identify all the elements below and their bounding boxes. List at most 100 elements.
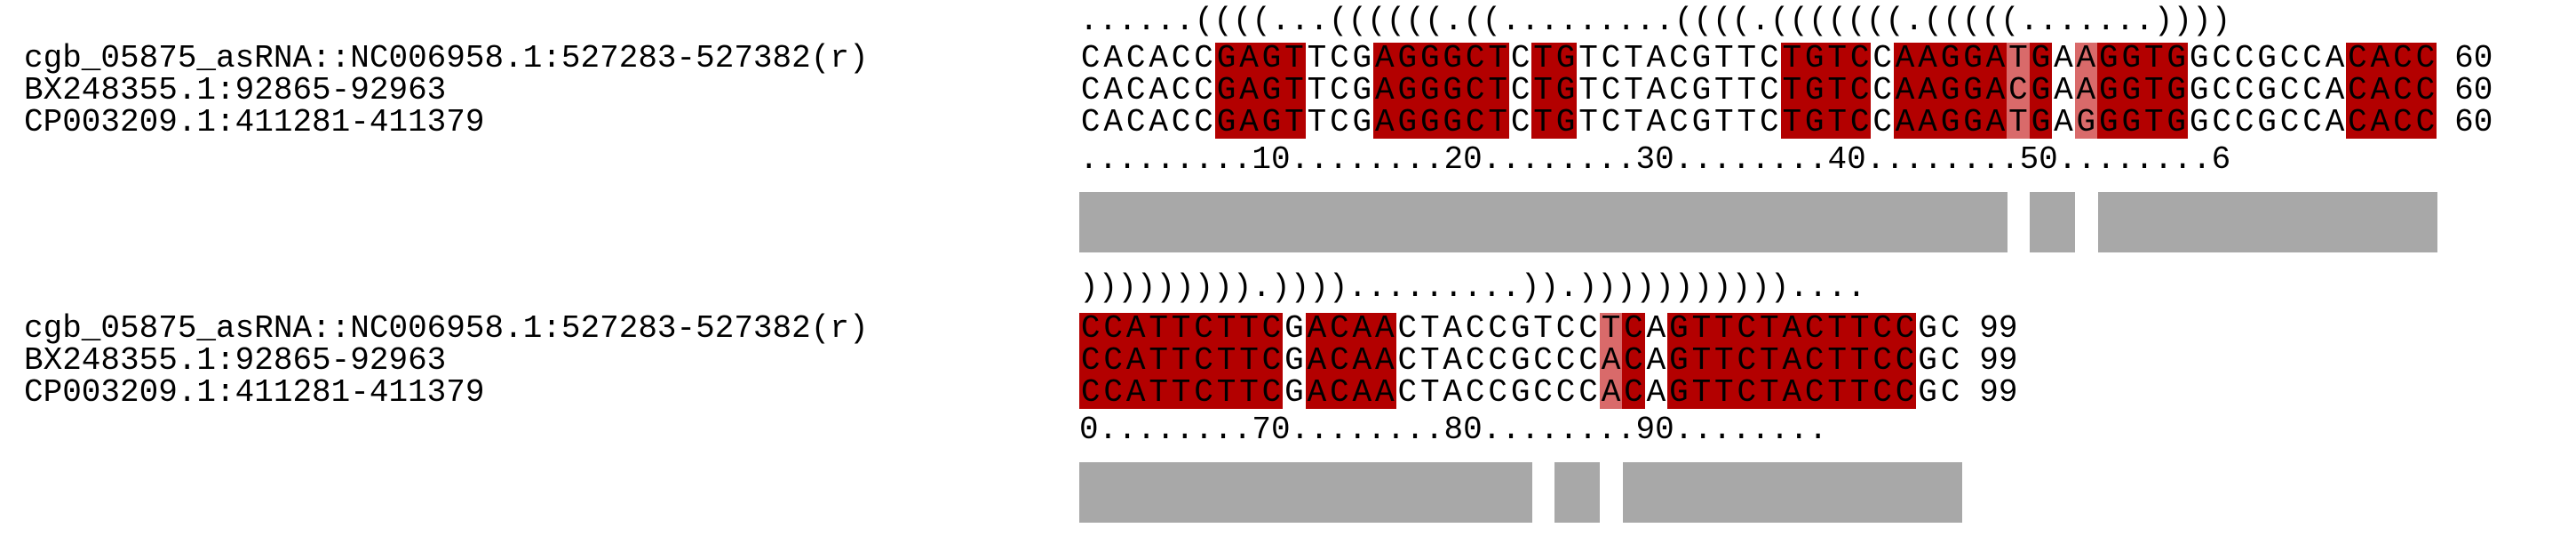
nucleotide: C [1080,104,1101,140]
nucleotide: G [1284,342,1304,379]
nucleotide: G [1691,40,1712,76]
nucleotide: T [1758,310,1781,347]
nucleotide: G [1284,310,1304,347]
nucleotide: T [1531,40,1554,76]
nucleotide: T [1758,374,1781,411]
nucleotide: C [1171,40,1191,76]
nucleotide: A [1305,374,1329,411]
nucleotide: T [1848,342,1872,379]
nucleotide: C [1601,40,1621,76]
nucleotide: G [1214,72,1238,108]
nucleotide: C [1533,342,1553,379]
sequence-name: cgb_05875_asRNA::NC006958.1:527283-52738… [24,310,869,347]
nucleotide: C [1101,374,1125,411]
nucleotide: T [2007,104,2030,140]
nucleotide: A [1443,342,1463,379]
nucleotide: T [1486,72,1509,108]
nucleotide: G [2257,104,2277,140]
nucleotide: G [1510,342,1530,379]
sequence-end-position: 60 [2454,40,2493,76]
nucleotide: C [1465,310,1485,347]
nucleotide: G [1938,104,1962,140]
nucleotide: T [1486,40,1509,76]
nucleotide: C [1463,40,1487,76]
nucleotide: A [1646,310,1666,347]
nucleotide: T [1578,40,1598,76]
nucleotide: A [1124,342,1148,379]
nucleotide: T [1825,342,1849,379]
nucleotide: A [1916,72,1939,108]
nucleotide: C [1735,342,1759,379]
nucleotide: G [2189,72,2209,108]
nucleotide: A [1103,40,1123,76]
nucleotide: G [2119,104,2143,140]
nucleotide: T [1780,40,1803,76]
nucleotide: C [1510,72,1530,108]
nucleotide: G [1803,104,1826,140]
nucleotide: C [1101,342,1125,379]
nucleotide: C [1194,40,1213,76]
nucleotide: C [1622,342,1645,379]
nucleotide: C [1330,104,1349,140]
nucleotide: C [1328,342,1351,379]
nucleotide: C [1397,374,1418,411]
nucleotide: G [2029,72,2053,108]
nucleotide: C [1328,374,1351,411]
nucleotide: C [2234,104,2254,140]
nucleotide: G [1260,72,1284,108]
nucleotide: C [2234,40,2254,76]
nucleotide: G [2119,40,2143,76]
sequence-end-position: 60 [2454,104,2493,140]
nucleotide: A [1350,310,1374,347]
nucleotide: G [1918,374,1937,411]
nucleotide: A [1373,374,1396,411]
nucleotide: T [1737,40,1757,76]
nucleotide: G [1667,310,1690,347]
nucleotide: T [1283,40,1306,76]
nucleotide: T [1307,104,1327,140]
nucleotide: A [1646,40,1666,76]
nucleotide: C [1555,374,1576,411]
nucleotide: T [1531,72,1554,108]
nucleotide: C [1533,374,1553,411]
nucleotide: A [1305,310,1329,347]
nucleotide: A [2054,72,2073,108]
nucleotide: A [1149,40,1168,76]
nucleotide: A [1124,374,1148,411]
nucleotide: C [1893,310,1917,347]
nucleotide: G [1667,342,1690,379]
nucleotide: C [1192,374,1215,411]
nucleotide: G [1691,72,1712,108]
nucleotide: C [1397,310,1418,347]
nucleotide: C [1101,310,1125,347]
nucleotide: A [1984,40,2008,76]
sequence-end-position: 99 [1979,374,2018,411]
nucleotide: C [1803,342,1826,379]
nucleotide: C [1465,374,1485,411]
sequence-name: CP003209.1:411281-411379 [24,374,485,411]
position-ruler: .........10........20........30........4… [1079,141,2231,178]
nucleotide: C [2007,72,2030,108]
nucleotide: A [1780,342,1803,379]
nucleotide: C [1510,104,1530,140]
nucleotide: T [1825,374,1849,411]
nucleotide: G [1284,374,1304,411]
nucleotide: C [1893,374,1917,411]
nucleotide: C [1465,342,1485,379]
nucleotide: A [1780,310,1803,347]
nucleotide: T [1624,40,1643,76]
nucleotide: T [1690,342,1713,379]
nucleotide: C [1669,72,1689,108]
sequence-end-position: 60 [2454,72,2493,108]
nucleotide: A [2325,104,2345,140]
nucleotide: G [1352,40,1372,76]
nucleotide: C [1759,40,1779,76]
nucleotide: C [2346,72,2369,108]
nucleotide: T [1825,72,1849,108]
nucleotide: A [2074,40,2098,76]
nucleotide: C [1803,310,1826,347]
nucleotide: C [1578,310,1598,347]
nucleotide: A [2054,104,2073,140]
nucleotide: C [1328,310,1351,347]
nucleotide: C [2413,40,2437,76]
